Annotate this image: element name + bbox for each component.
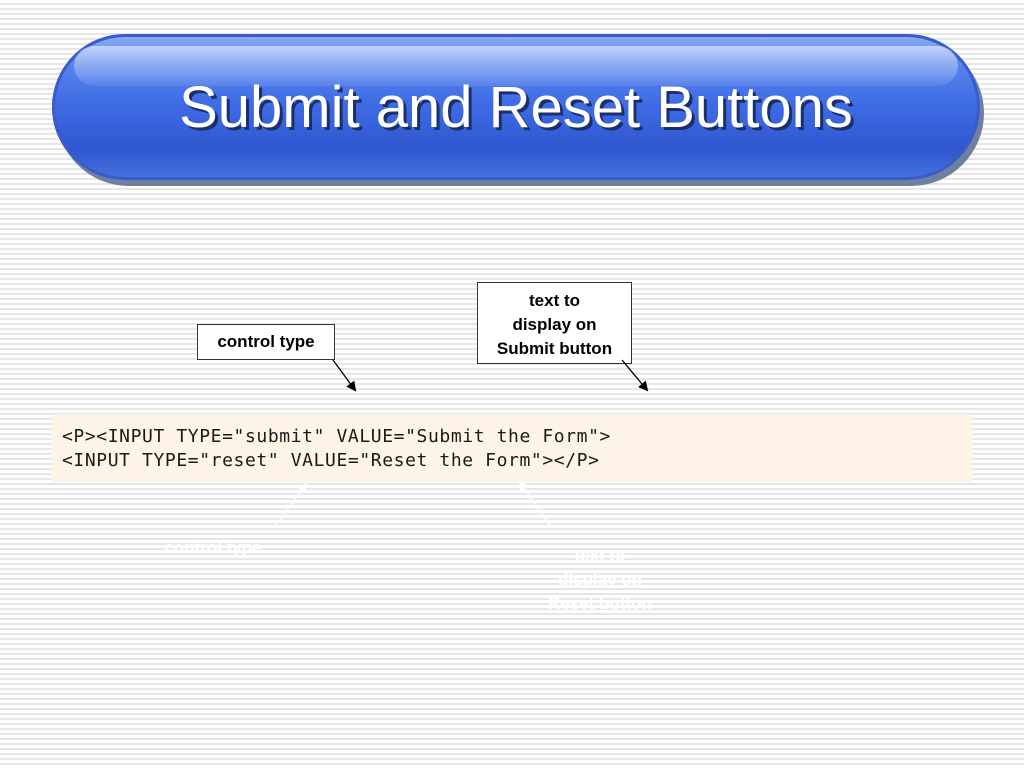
callout-control-type: control type bbox=[197, 324, 335, 360]
arrow-submit-text bbox=[621, 359, 649, 392]
arrow-faded-reset-text bbox=[518, 480, 553, 529]
callout-submit-line-1: text to bbox=[529, 291, 580, 310]
title-gloss bbox=[74, 46, 958, 86]
code-panel: <P><INPUT TYPE="submit" VALUE="Submit th… bbox=[52, 414, 972, 482]
callout-submit-line-2: display on bbox=[512, 315, 597, 334]
faded-reset-line-3: Reset button bbox=[548, 594, 652, 613]
arrow-faded-control-type bbox=[273, 482, 308, 529]
faded-label-control-type: control type bbox=[164, 538, 262, 557]
code-line-submit: <P><INPUT TYPE="submit" VALUE="Submit th… bbox=[62, 426, 611, 447]
slide-title: Submit and Reset Buttons bbox=[179, 75, 853, 140]
callout-submit-text: text to display on Submit button bbox=[477, 282, 632, 364]
code-line-reset: <INPUT TYPE="reset" VALUE="Reset the For… bbox=[62, 450, 600, 471]
faded-label-reset-text: text to display on Reset button bbox=[532, 544, 668, 616]
callout-submit-line-3: Submit button bbox=[496, 339, 613, 358]
title-banner: Submit and Reset Buttons bbox=[52, 34, 980, 180]
faded-reset-line-1: text to bbox=[574, 546, 626, 565]
faded-reset-line-2: display on bbox=[557, 570, 643, 589]
arrow-control-type bbox=[332, 359, 357, 392]
